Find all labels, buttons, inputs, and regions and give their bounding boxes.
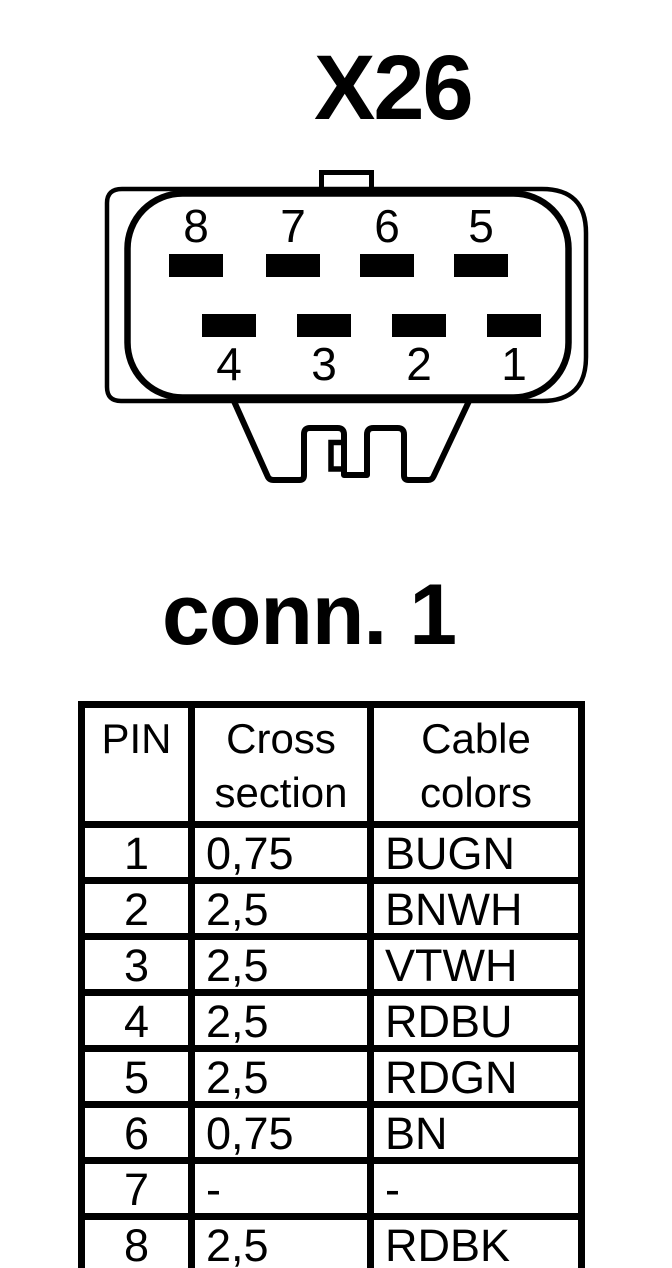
- color-cell: VTWH: [367, 932, 585, 996]
- pin-contact-3: [297, 314, 351, 337]
- table-row: 8 2,5 RDBK: [78, 1212, 585, 1268]
- table-row: 1 0,75 BUGN: [78, 820, 585, 884]
- pin-contact-6: [360, 254, 414, 277]
- pin-label-7: 7: [280, 200, 306, 252]
- connector-title: X26: [314, 37, 474, 139]
- table-row: 7 - -: [78, 1156, 585, 1220]
- pin-contact-7: [266, 254, 320, 277]
- header-cable-colors: Cable colors: [367, 701, 585, 828]
- color-cell: BNWH: [367, 876, 585, 940]
- cross-cell: 2,5: [188, 1212, 374, 1268]
- cross-cell: 0,75: [188, 820, 374, 884]
- pin-label-5: 5: [468, 200, 494, 252]
- section-title: conn. 1: [162, 567, 457, 663]
- cross-cell: 2,5: [188, 932, 374, 996]
- color-cell: BUGN: [367, 820, 585, 884]
- pin-cell: 6: [78, 1100, 195, 1164]
- housing-inner-outline: [124, 190, 572, 401]
- pin-label-8: 8: [183, 200, 209, 252]
- pin-cell: 1: [78, 820, 195, 884]
- pin-cell: 5: [78, 1044, 195, 1108]
- table-row: 3 2,5 VTWH: [78, 932, 585, 996]
- pin-contact-4: [202, 314, 256, 337]
- pin-label-6: 6: [374, 200, 400, 252]
- cross-cell: 2,5: [188, 876, 374, 940]
- pin-contact-5: [454, 254, 508, 277]
- table-row: 2 2,5 BNWH: [78, 876, 585, 940]
- color-cell: RDBK: [367, 1212, 585, 1268]
- pin-label-4: 4: [216, 338, 242, 390]
- latch-inner-hook: [328, 439, 345, 472]
- pin-contact-1: [487, 314, 541, 337]
- pin-cell: 3: [78, 932, 195, 996]
- header-pin: PIN: [78, 701, 195, 828]
- pinout-table: PIN Cross section Cable colors 1 0,75 BU…: [78, 701, 585, 1268]
- color-cell: -: [367, 1156, 585, 1220]
- pin-contact-8: [169, 254, 223, 277]
- cross-cell: 0,75: [188, 1100, 374, 1164]
- pin-cell: 4: [78, 988, 195, 1052]
- table-row: 5 2,5 RDGN: [78, 1044, 585, 1108]
- pin-label-1: 1: [501, 338, 527, 390]
- pin-cell: 8: [78, 1212, 195, 1268]
- color-cell: RDGN: [367, 1044, 585, 1108]
- table-row: 4 2,5 RDBU: [78, 988, 585, 1052]
- cross-cell: 2,5: [188, 1044, 374, 1108]
- header-cross-section: Cross section: [188, 701, 374, 828]
- pin-contact-2: [392, 314, 446, 337]
- color-cell: BN: [367, 1100, 585, 1164]
- cross-cell: 2,5: [188, 988, 374, 1052]
- connector-outline-drawing: [104, 170, 589, 483]
- table-header-row: PIN Cross section Cable colors: [78, 701, 585, 828]
- pin-label-3: 3: [311, 338, 337, 390]
- pin-cell: 2: [78, 876, 195, 940]
- color-cell: RDBU: [367, 988, 585, 1052]
- pin-cell: 7: [78, 1156, 195, 1220]
- cross-cell: -: [188, 1156, 374, 1220]
- mounting-latch-shape: [230, 396, 473, 483]
- housing-outer-outline: [104, 186, 589, 404]
- pin-label-2: 2: [406, 338, 432, 390]
- table-row: 6 0,75 BN: [78, 1100, 585, 1164]
